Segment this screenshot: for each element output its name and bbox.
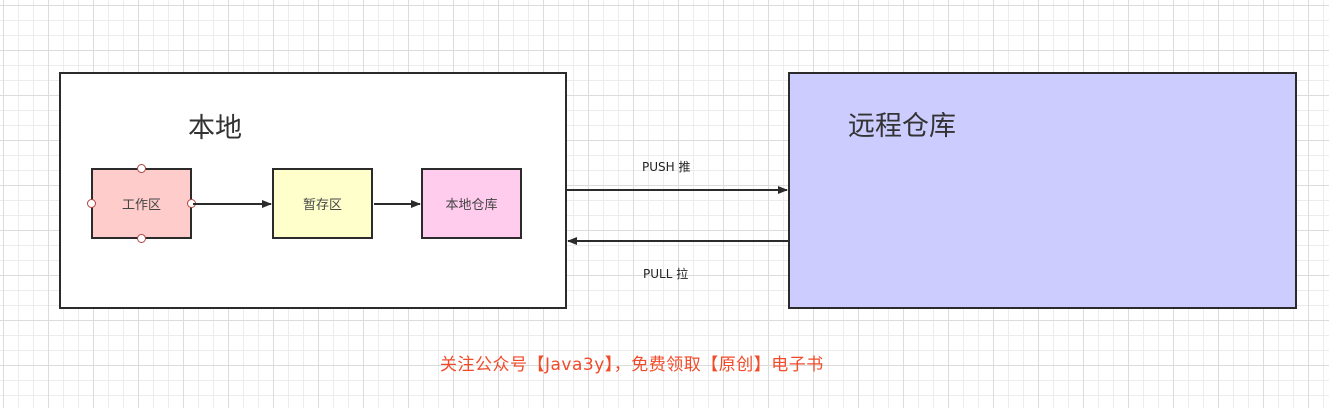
pull-label: PULL 拉 [643,267,689,281]
remote-title: 远程仓库 [848,111,956,142]
connection-handle-bottom[interactable] [137,234,146,243]
node-staging-area[interactable]: 暂存区 [272,168,373,239]
local-title: 本地 [188,113,242,144]
node-label: 暂存区 [302,198,342,213]
promo-notice: 关注公众号【Java3y】，免费领取【原创】电子书 [440,355,824,375]
node-label: 工作区 [121,198,161,213]
connection-handle-left[interactable] [87,199,96,208]
node-label: 本地仓库 [445,198,498,213]
remote-repository[interactable]: 远程仓库 [788,72,1297,309]
node-local-repository[interactable]: 本地仓库 [421,168,522,239]
connection-handle-top[interactable] [137,164,146,173]
push-label: PUSH 推 [642,160,691,174]
